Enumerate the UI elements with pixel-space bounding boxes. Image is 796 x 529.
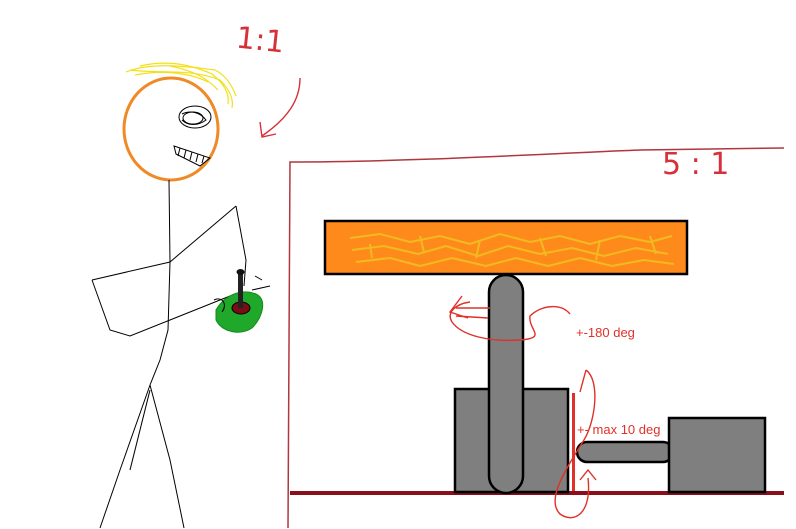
tilt-indicator: [554, 369, 597, 519]
tilt-arm: [575, 440, 675, 464]
vertical-column: [487, 273, 525, 495]
figure-scale-label: 1:1: [234, 20, 287, 61]
tilt-label: +- max 10 deg: [577, 422, 661, 437]
motor-box: [667, 416, 767, 494]
machine-frame: [287, 147, 785, 529]
stick-body: [91, 179, 247, 529]
motion-platform: [323, 219, 767, 495]
ratio-arrow: [261, 77, 301, 137]
hand: [213, 275, 271, 313]
rotation-label: +-180 deg: [576, 325, 635, 340]
stick-figure: [91, 62, 271, 529]
teeth: [173, 145, 212, 167]
joystick: [215, 269, 264, 333]
plate-speckle: [349, 232, 675, 268]
head: [122, 76, 220, 182]
rotation-arrow: [448, 295, 571, 342]
hair: [125, 62, 237, 109]
eye-scribble: [178, 105, 212, 129]
ratio-arrowhead: [259, 121, 277, 138]
machine-scale-label: 5 : 1: [662, 147, 730, 182]
